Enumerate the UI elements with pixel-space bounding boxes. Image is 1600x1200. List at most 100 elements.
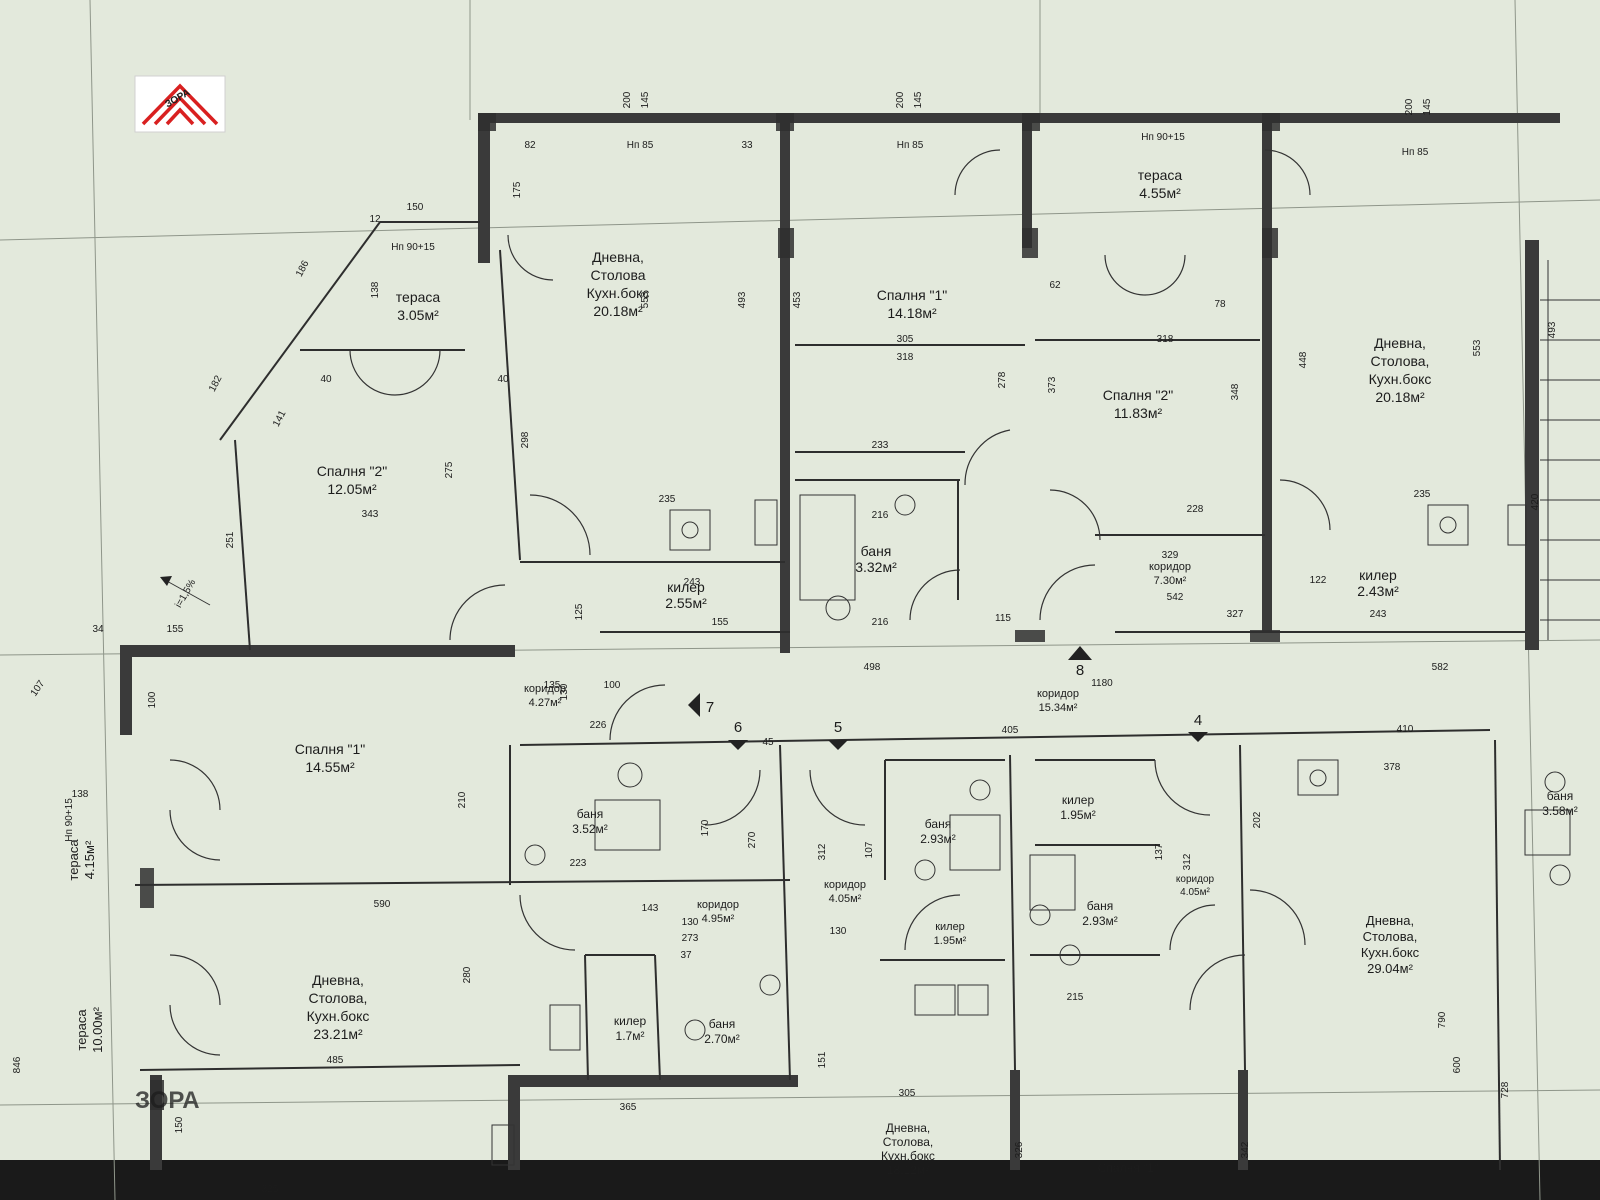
dimension-label: 342 bbox=[1240, 1141, 1251, 1158]
dimension-label: 348 bbox=[1230, 383, 1241, 400]
dimension-label: 325 bbox=[262, 1184, 279, 1195]
dimension-label: 305 bbox=[897, 334, 914, 345]
dimension-label: 135 bbox=[544, 680, 561, 691]
dimension-label: 448 bbox=[1298, 351, 1309, 368]
dimension-label: 226 bbox=[590, 720, 607, 731]
room-label-v1: тераса4.15м² bbox=[66, 839, 97, 881]
room-label-r14: Спалня "1"14.55м² bbox=[295, 741, 366, 775]
dimension-label: 130 bbox=[559, 683, 570, 700]
annotation-label: Нп 90+15 bbox=[64, 798, 75, 842]
dimension-label: 590 bbox=[374, 899, 391, 910]
dimension-label: 130 bbox=[682, 917, 699, 928]
dimension-label: 365 bbox=[620, 1102, 637, 1113]
dimension-label: 1180 bbox=[1091, 678, 1113, 689]
dimension-label: 270 bbox=[747, 831, 758, 848]
dimension-label: 115 bbox=[995, 613, 1011, 624]
axis-markers: 8 7 6 5 4 bbox=[688, 646, 1208, 750]
walls bbox=[120, 113, 1560, 1170]
dimension-label: 498 bbox=[864, 662, 881, 673]
partitions bbox=[134, 221, 1525, 1171]
dimension-label: 100 bbox=[147, 691, 158, 708]
axis-label-6: 6 bbox=[734, 719, 742, 736]
dimension-label: 453 bbox=[792, 291, 803, 308]
dimension-label: 846 bbox=[12, 1056, 23, 1073]
screen-bottom-edge bbox=[0, 1160, 1600, 1200]
dimension-label: 329 bbox=[1162, 550, 1179, 561]
dimension-label: 553 bbox=[640, 291, 651, 308]
room-label-r4: Спалня "2"11.83м² bbox=[1103, 387, 1174, 421]
dimension-label: 305 bbox=[899, 1088, 916, 1099]
annotation-label: 34 bbox=[92, 624, 104, 635]
axis-label-5: 5 bbox=[834, 719, 842, 736]
dimension-label: 143 bbox=[642, 903, 659, 914]
vertical-room-labels: тераса4.15м² тераса10.00м² bbox=[66, 839, 105, 1053]
dimension-label: 273 bbox=[682, 933, 699, 944]
dimension-label: 553 bbox=[1472, 339, 1483, 356]
dimension-label: 312 bbox=[817, 843, 828, 860]
dimension-label: 130 bbox=[830, 926, 847, 937]
axis-arrow-7 bbox=[688, 693, 700, 717]
dimension-label: 122 bbox=[1310, 575, 1327, 586]
dimension-label: 40 bbox=[497, 374, 509, 385]
dimension-label: 155 bbox=[712, 617, 729, 628]
dimension-label: 151 bbox=[817, 1051, 828, 1068]
dimension-label: 138 bbox=[72, 789, 89, 800]
dimension-label: 175 bbox=[512, 181, 523, 198]
axis-label-8: 8 bbox=[1076, 662, 1084, 679]
dimension-label: 150 bbox=[174, 1116, 185, 1133]
dimension-label: 40 bbox=[320, 374, 332, 385]
dimension-label: 82 bbox=[524, 140, 536, 151]
dimension-label: 107 bbox=[864, 841, 875, 858]
dimension-label: 235 bbox=[1414, 489, 1431, 500]
room-label-r7: Спалня "2"12.05м² bbox=[317, 463, 388, 497]
axis-arrow-8 bbox=[1068, 646, 1092, 660]
axis-label-7: 7 bbox=[706, 699, 714, 716]
dimension-label: 223 bbox=[570, 858, 587, 869]
annotation-label: Нп 85 bbox=[627, 140, 654, 151]
dimension-label: 137 bbox=[1154, 843, 1165, 860]
axis-arrow-6 bbox=[728, 740, 748, 750]
axis-arrow-4 bbox=[1188, 732, 1208, 742]
annotation-label: 200 bbox=[895, 91, 906, 108]
dimension-label: 312 bbox=[1182, 853, 1193, 870]
dimension-label: 251 bbox=[225, 531, 236, 548]
dimension-label: 155 bbox=[167, 624, 184, 635]
dimension-label: 318 bbox=[1157, 334, 1174, 345]
annotation-label: 145 bbox=[1422, 98, 1433, 115]
dimension-label: 216 bbox=[872, 617, 889, 628]
dimension-label: 318 bbox=[897, 352, 914, 363]
dimension-label: 278 bbox=[997, 371, 1008, 388]
dimension-label: 233 bbox=[872, 440, 889, 451]
annotation-label: Нп 90+15 bbox=[391, 242, 435, 253]
dimension-label: 100 bbox=[604, 680, 621, 691]
annotation-label: 200 bbox=[1404, 98, 1415, 115]
dimension-label: 275 bbox=[444, 461, 455, 478]
annotation-label: 12 bbox=[369, 214, 381, 225]
dimension-label: 343 bbox=[362, 509, 379, 520]
dimension-label: 215 bbox=[1067, 992, 1084, 1003]
dimension-label: 216 bbox=[872, 510, 889, 521]
dimension-label: 485 bbox=[327, 1055, 344, 1066]
zora-watermark: ЗОРА bbox=[135, 1087, 200, 1114]
dimension-label: 62 bbox=[1049, 280, 1061, 291]
dimension-label: 420 bbox=[1530, 493, 1541, 510]
room-label-v2: тераса10.00м² bbox=[74, 1006, 105, 1052]
dimension-label: 243 bbox=[1370, 609, 1387, 620]
dimension-label: 405 bbox=[1002, 725, 1019, 736]
dimension-label: 37 bbox=[680, 950, 692, 961]
